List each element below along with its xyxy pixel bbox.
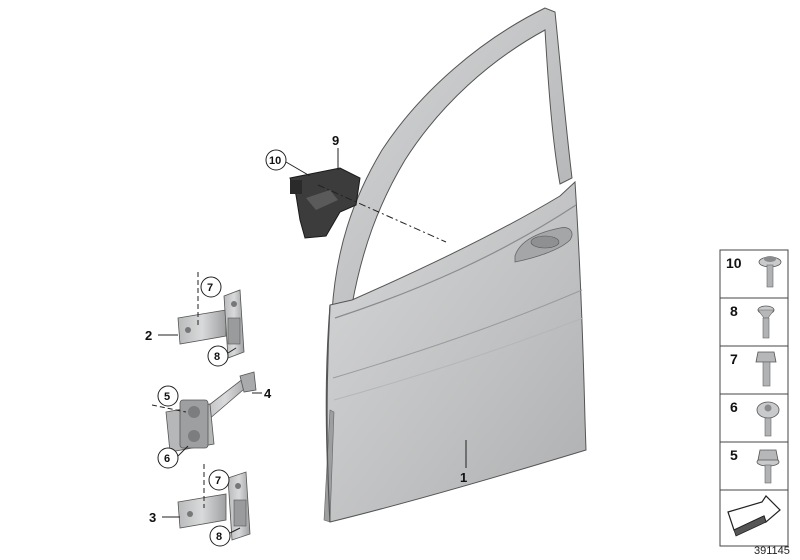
screw-8-lower-callout: 8 <box>216 531 222 543</box>
screw-6-check-callout: 6 <box>164 453 170 465</box>
screw-10-callout-circle <box>265 149 287 171</box>
torx-flat-screw-icon <box>757 305 775 339</box>
hinge-lower-callout: 3 <box>149 510 156 525</box>
fastener-row-7-label: 7 <box>730 351 738 367</box>
bracket <box>289 167 361 239</box>
torx-washer-screw-icon <box>758 256 782 288</box>
door-callout: 1 <box>460 470 467 485</box>
fastener-row-8-label: 8 <box>730 303 738 319</box>
fastener-row-10-label: 10 <box>726 255 742 271</box>
bracket-callout: 9 <box>332 133 339 148</box>
door-shell <box>323 7 587 523</box>
screw-8-upper-callout: 8 <box>214 351 220 363</box>
hinge-upper-callout: 2 <box>145 328 152 343</box>
torx-pan-screw-icon <box>756 401 780 437</box>
screw-5-check-callout: 5 <box>164 391 170 403</box>
fastener-row-5-label: 5 <box>730 447 738 463</box>
screw-7-upper-callout: 7 <box>207 282 213 294</box>
screw-10-callout: 10 <box>269 155 281 167</box>
hex-bolt-icon <box>755 351 777 387</box>
arrow-direction-icon <box>727 495 781 537</box>
fastener-row-6-label: 6 <box>730 399 738 415</box>
diagram-code: 391145 <box>754 545 790 557</box>
fastener-table: 10 8 7 6 5 <box>719 249 789 547</box>
hinge-upper <box>177 289 245 359</box>
door-check <box>165 371 257 453</box>
hex-flange-bolt-icon <box>756 449 780 484</box>
door-check-callout: 4 <box>264 386 272 401</box>
hinge-lower <box>177 471 251 541</box>
screw-7-lower-callout: 7 <box>215 475 221 487</box>
